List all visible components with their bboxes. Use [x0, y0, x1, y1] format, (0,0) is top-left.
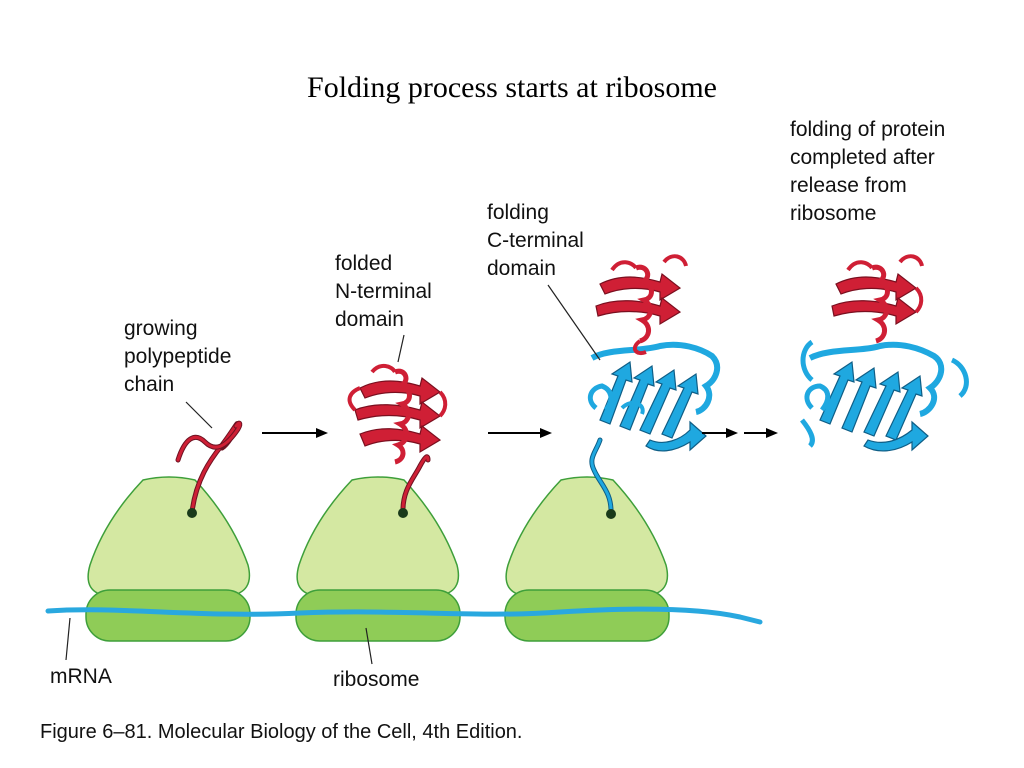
ribosome-2: [295, 476, 461, 642]
leader-mrna: [65, 617, 71, 661]
figure-caption: Figure 6–81. Molecular Biology of the Ce…: [40, 721, 523, 743]
leader-n-terminal: [397, 334, 405, 363]
leader-c-terminal: [547, 284, 601, 361]
label-folding-c-terminal: folding C-terminal domain: [487, 201, 590, 280]
ribosome-1-large-subunit: [87, 476, 251, 597]
completed-c-terminal-domain: [800, 339, 969, 452]
label-ribosome: ribosome: [333, 668, 419, 691]
leader-ribosome: [365, 627, 373, 665]
folding-c-terminal-protein: [587, 254, 721, 519]
label-growing-polypeptide: growing polypeptide chain: [124, 317, 237, 396]
label-folding-completed: folding of protein completed after relea…: [790, 118, 951, 225]
ribosome-1: [85, 476, 251, 642]
growing-polypeptide-chain: [175, 420, 243, 518]
folded-n-terminal-protein: [347, 364, 448, 518]
mrna-strand: [45, 606, 763, 625]
completed-n-terminal-domain: [831, 254, 924, 344]
c-terminal-domain: [587, 341, 721, 452]
completed-protein: [800, 254, 969, 452]
leader-growing-chain: [185, 401, 213, 429]
label-folded-n-terminal: folded N-terminal domain: [335, 252, 438, 331]
ribosome-3: [504, 476, 670, 642]
arrow-dashed-3: [702, 428, 778, 438]
arrow-1: [262, 428, 328, 438]
ribosome-2-large-subunit: [296, 476, 460, 597]
n-terminal-domain: [347, 364, 448, 465]
n-terminal-domain-2: [595, 254, 688, 355]
arrow-2: [488, 428, 552, 438]
slide-title: Folding process starts at ribosome: [307, 71, 717, 104]
label-mrna: mRNA: [50, 665, 112, 688]
ribosome-3-large-subunit: [505, 476, 669, 597]
